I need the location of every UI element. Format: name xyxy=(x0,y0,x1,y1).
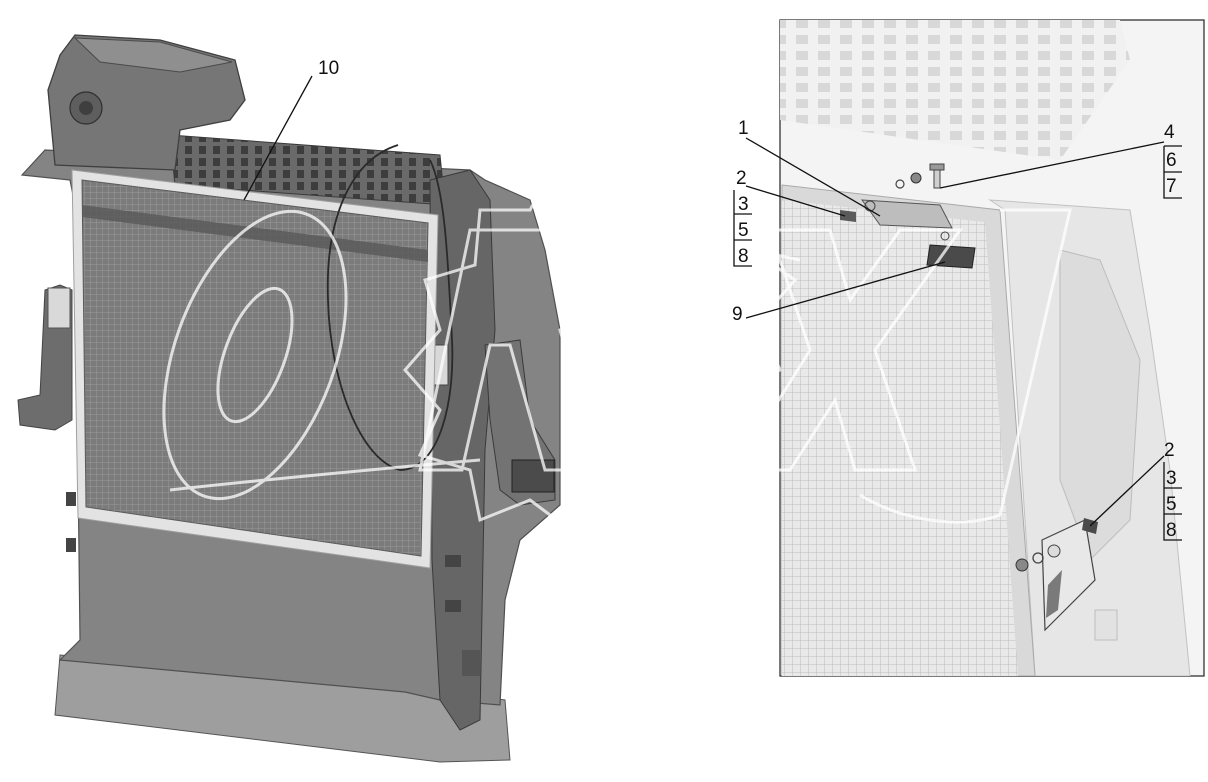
lower-washer xyxy=(1032,552,1044,564)
bolt-head xyxy=(929,163,945,171)
callout-7: 7 xyxy=(1166,176,1177,197)
expansion-tank-top xyxy=(73,37,233,73)
leader-9 xyxy=(745,261,946,319)
leader-lines xyxy=(243,75,1165,527)
watermark-letter-o-inner xyxy=(216,286,294,424)
watermark-gear xyxy=(403,118,798,532)
leader-4 xyxy=(939,141,1165,189)
watermark-logo xyxy=(162,118,1072,612)
watermark-streak xyxy=(169,208,1072,524)
watermark-letter-e xyxy=(583,228,762,472)
watermark-text xyxy=(162,209,963,501)
leader-10 xyxy=(243,75,313,201)
callout-6: 6 xyxy=(1166,150,1177,171)
clip xyxy=(445,600,461,612)
detail-top-grille xyxy=(780,20,1130,160)
bolt-vertical xyxy=(933,167,941,189)
clip xyxy=(445,555,461,567)
callout-2-top: 2 xyxy=(736,168,747,189)
bracket-stack-a-tick xyxy=(734,213,752,241)
bracket-stack-4-tick xyxy=(1164,145,1182,173)
clamping-plate xyxy=(926,244,976,269)
callout-8-top: 8 xyxy=(738,246,749,267)
bracket-stack-b-tick xyxy=(1164,487,1182,515)
nut xyxy=(910,172,922,184)
leader-1 xyxy=(745,137,881,217)
left-latch xyxy=(47,287,71,329)
mesh-cross-bar xyxy=(82,205,428,262)
callout-5-top: 5 xyxy=(738,220,749,241)
lower-block xyxy=(1094,609,1118,641)
callout-2-bottom: 2 xyxy=(1164,440,1175,461)
watermark-letter-o xyxy=(162,209,348,501)
detail-mesh xyxy=(782,200,1018,676)
callout-8-bottom: 8 xyxy=(1166,520,1177,541)
watermark-gear-teeth xyxy=(539,120,801,612)
bolt xyxy=(840,210,856,222)
detail-side-bracket xyxy=(1059,249,1141,561)
watermark-letter-x xyxy=(732,228,963,472)
bracket-stack-a xyxy=(733,190,752,267)
leader-2a xyxy=(745,185,846,217)
filler-cap-center xyxy=(79,101,93,115)
leader-2b xyxy=(1089,455,1165,527)
callout-1: 1 xyxy=(738,118,749,139)
callout-3-bottom: 3 xyxy=(1166,468,1177,489)
callout-5-bottom: 5 xyxy=(1166,494,1177,515)
lower-bracket-slot xyxy=(1046,570,1062,618)
clip xyxy=(462,650,480,676)
callout-4: 4 xyxy=(1164,122,1175,143)
callout-3-top: 3 xyxy=(738,194,749,215)
clip xyxy=(66,538,76,552)
callout-labels: 10 1 2 3 5 8 4 6 7 9 2 3 5 8 xyxy=(318,58,1177,541)
right-clamp xyxy=(511,459,555,493)
watermark-letter-r xyxy=(418,228,602,472)
washer xyxy=(895,179,905,189)
mesh-screen xyxy=(81,179,429,557)
lower-nut xyxy=(1015,558,1029,572)
right-side-channel xyxy=(429,169,496,731)
lower-spacer xyxy=(1047,544,1061,558)
detail-view xyxy=(779,19,1205,677)
bracket-hole xyxy=(864,200,876,212)
callout-9: 9 xyxy=(732,304,743,325)
plate-hole xyxy=(940,231,950,241)
radiator-assembly-left-view xyxy=(17,34,561,763)
callout-brackets xyxy=(733,145,1182,541)
clip xyxy=(66,492,76,506)
top-mount-bracket xyxy=(860,199,953,229)
callout-10: 10 xyxy=(318,58,339,79)
bracket-stack-4 xyxy=(1163,146,1182,199)
